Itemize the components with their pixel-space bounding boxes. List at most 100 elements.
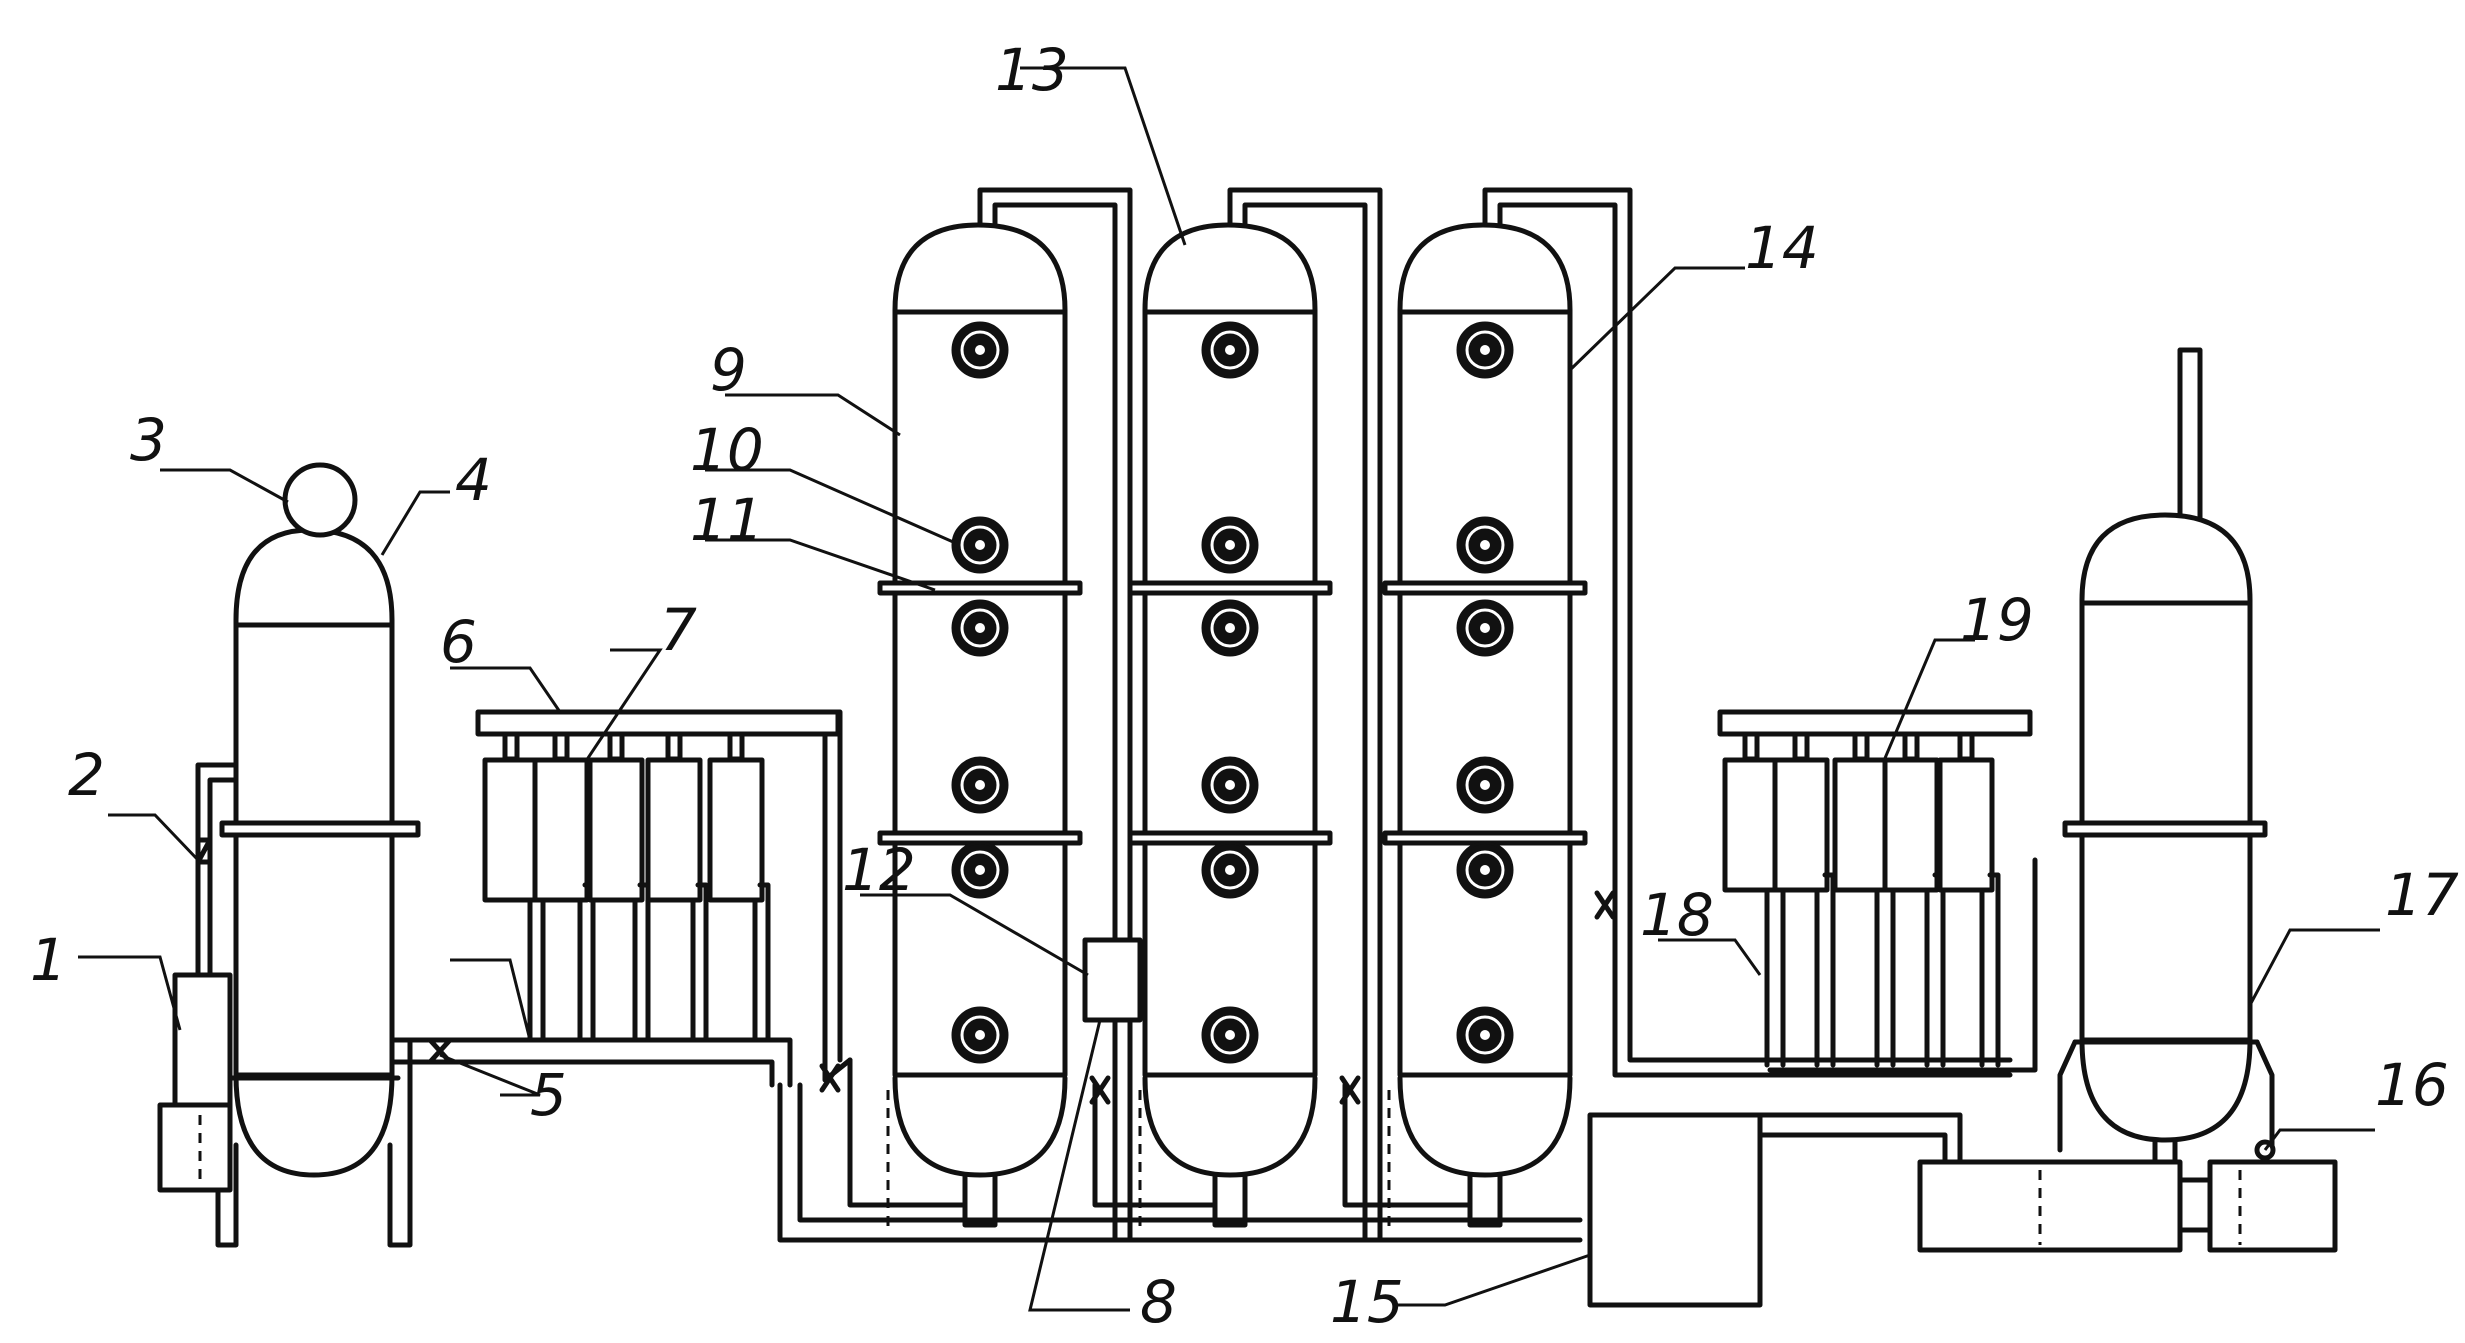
label-15: 15: [1330, 1268, 1404, 1336]
sight-glass-ring: [960, 608, 1000, 648]
sight-glass-center: [975, 1030, 985, 1040]
label-4: 4: [455, 446, 492, 514]
sight-glass-ring: [1210, 330, 1250, 370]
condenser-drain: [577, 882, 596, 1043]
sight-glass-center: [1225, 865, 1235, 875]
condenser-drain: [1924, 872, 1946, 1068]
condenser-stub: [727, 731, 745, 762]
sight-glass-ring: [1465, 1015, 1505, 1055]
sight-glass-center: [1480, 345, 1490, 355]
label-numbers: 1 2 3 4 5 6 7 8 9 10 11 12 13 14 15 16 1…: [30, 36, 2459, 1336]
condenser-tube: [1832, 757, 1890, 893]
sight-glass-center: [1225, 623, 1235, 633]
label-1: 1: [30, 926, 67, 994]
label-19: 19: [1960, 586, 2034, 654]
condenser-tube: [1882, 757, 1940, 893]
sight-glass-ring: [960, 1015, 1000, 1055]
condenser-drain: [1874, 872, 1896, 1068]
sight-glass-center: [1480, 1030, 1490, 1040]
repeated-components: [198, 321, 2242, 1245]
item-1-heater: [157, 762, 238, 1193]
condenser-stub: [607, 731, 625, 762]
sight-glass-center: [975, 865, 985, 875]
label-2: 2: [68, 741, 105, 809]
item-16-pump: [1917, 1139, 2338, 1253]
leader-lines: [78, 66, 2380, 1312]
reactor-right: [2057, 347, 2275, 1165]
sight-glass-center: [1480, 623, 1490, 633]
condenser-drain: [690, 882, 709, 1043]
label-6: 6: [440, 608, 477, 676]
label-11: 11: [690, 486, 764, 554]
sight-glass-center: [975, 780, 985, 790]
item-5-outlet-pipe: [389, 1037, 793, 1088]
sight-glass-center: [1225, 345, 1235, 355]
sight-glass-center: [1225, 1030, 1235, 1040]
condenser-tube: [1772, 757, 1830, 893]
item-2-valve: [195, 837, 213, 865]
condenser-tube: [1937, 757, 1995, 893]
condenser-tube: [587, 757, 645, 903]
sight-glass-ring: [1465, 330, 1505, 370]
label-7: 7: [660, 596, 697, 664]
sight-glass-center: [1480, 540, 1490, 550]
sight-glass-center: [975, 540, 985, 550]
sight-glass-ring: [1210, 850, 1250, 890]
label-8: 8: [1140, 1268, 1177, 1336]
sight-glass-ring: [1465, 765, 1505, 805]
sight-glass-ring: [1210, 765, 1250, 805]
condenser-tube: [482, 757, 540, 903]
condenser-drain: [527, 882, 546, 1043]
label-14: 14: [1745, 214, 1819, 282]
condenser-drain: [632, 882, 651, 1043]
sight-glass-ring: [1210, 608, 1250, 648]
sight-glass-ring: [1465, 608, 1505, 648]
condenser-stub: [1902, 731, 1920, 762]
label-12: 12: [842, 836, 916, 904]
condenser-stub: [1852, 731, 1870, 762]
sight-glass-ring: [1210, 525, 1250, 565]
label-13: 13: [995, 36, 1069, 104]
condenser-stub: [1957, 731, 1975, 762]
condenser-tube: [532, 757, 590, 903]
reactor-left: [215, 527, 421, 1248]
valve-cross: [1339, 1075, 1361, 1105]
sight-glass-center: [1225, 780, 1235, 790]
label-5: 5: [530, 1061, 567, 1129]
condenser-stub: [502, 731, 520, 762]
label-9: 9: [710, 336, 747, 404]
sight-glass-center: [975, 623, 985, 633]
valve-cross: [1594, 890, 1616, 920]
condenser-bank-right: [1717, 709, 2038, 1073]
sight-glass-ring: [960, 525, 1000, 565]
valve-cross: [1089, 1075, 1111, 1105]
condenser-drain: [1814, 872, 1836, 1068]
label-18: 18: [1640, 881, 1714, 949]
condenser-feed: [450, 958, 532, 1041]
label-16: 16: [2375, 1051, 2449, 1119]
sight-glass-ring: [1210, 1015, 1250, 1055]
label-17: 17: [2385, 861, 2459, 929]
sight-glass-ring: [1465, 850, 1505, 890]
condenser-stub: [1792, 731, 1810, 762]
condenser-drain: [1979, 872, 2001, 1068]
condenser-bank-left: [475, 709, 843, 1063]
item-15-tank: [1587, 1112, 1963, 1308]
condenser-stub: [552, 731, 570, 762]
sight-glass-center: [1225, 540, 1235, 550]
label-3: 3: [130, 406, 167, 474]
sight-glass-center: [975, 345, 985, 355]
bottom-manifold: [777, 1057, 1583, 1243]
sight-glass-center: [1480, 780, 1490, 790]
item-3-dome-fitting: [282, 462, 358, 538]
condenser-tube: [1722, 757, 1780, 893]
sight-glass-ring: [1465, 525, 1505, 565]
sight-glass-ring: [960, 330, 1000, 370]
label-10: 10: [690, 416, 764, 484]
condenser-tube: [707, 757, 765, 903]
condenser-stub: [1742, 731, 1760, 762]
sight-glass-ring: [960, 765, 1000, 805]
condenser-drain: [752, 882, 771, 1043]
condenser-tube: [645, 757, 703, 903]
